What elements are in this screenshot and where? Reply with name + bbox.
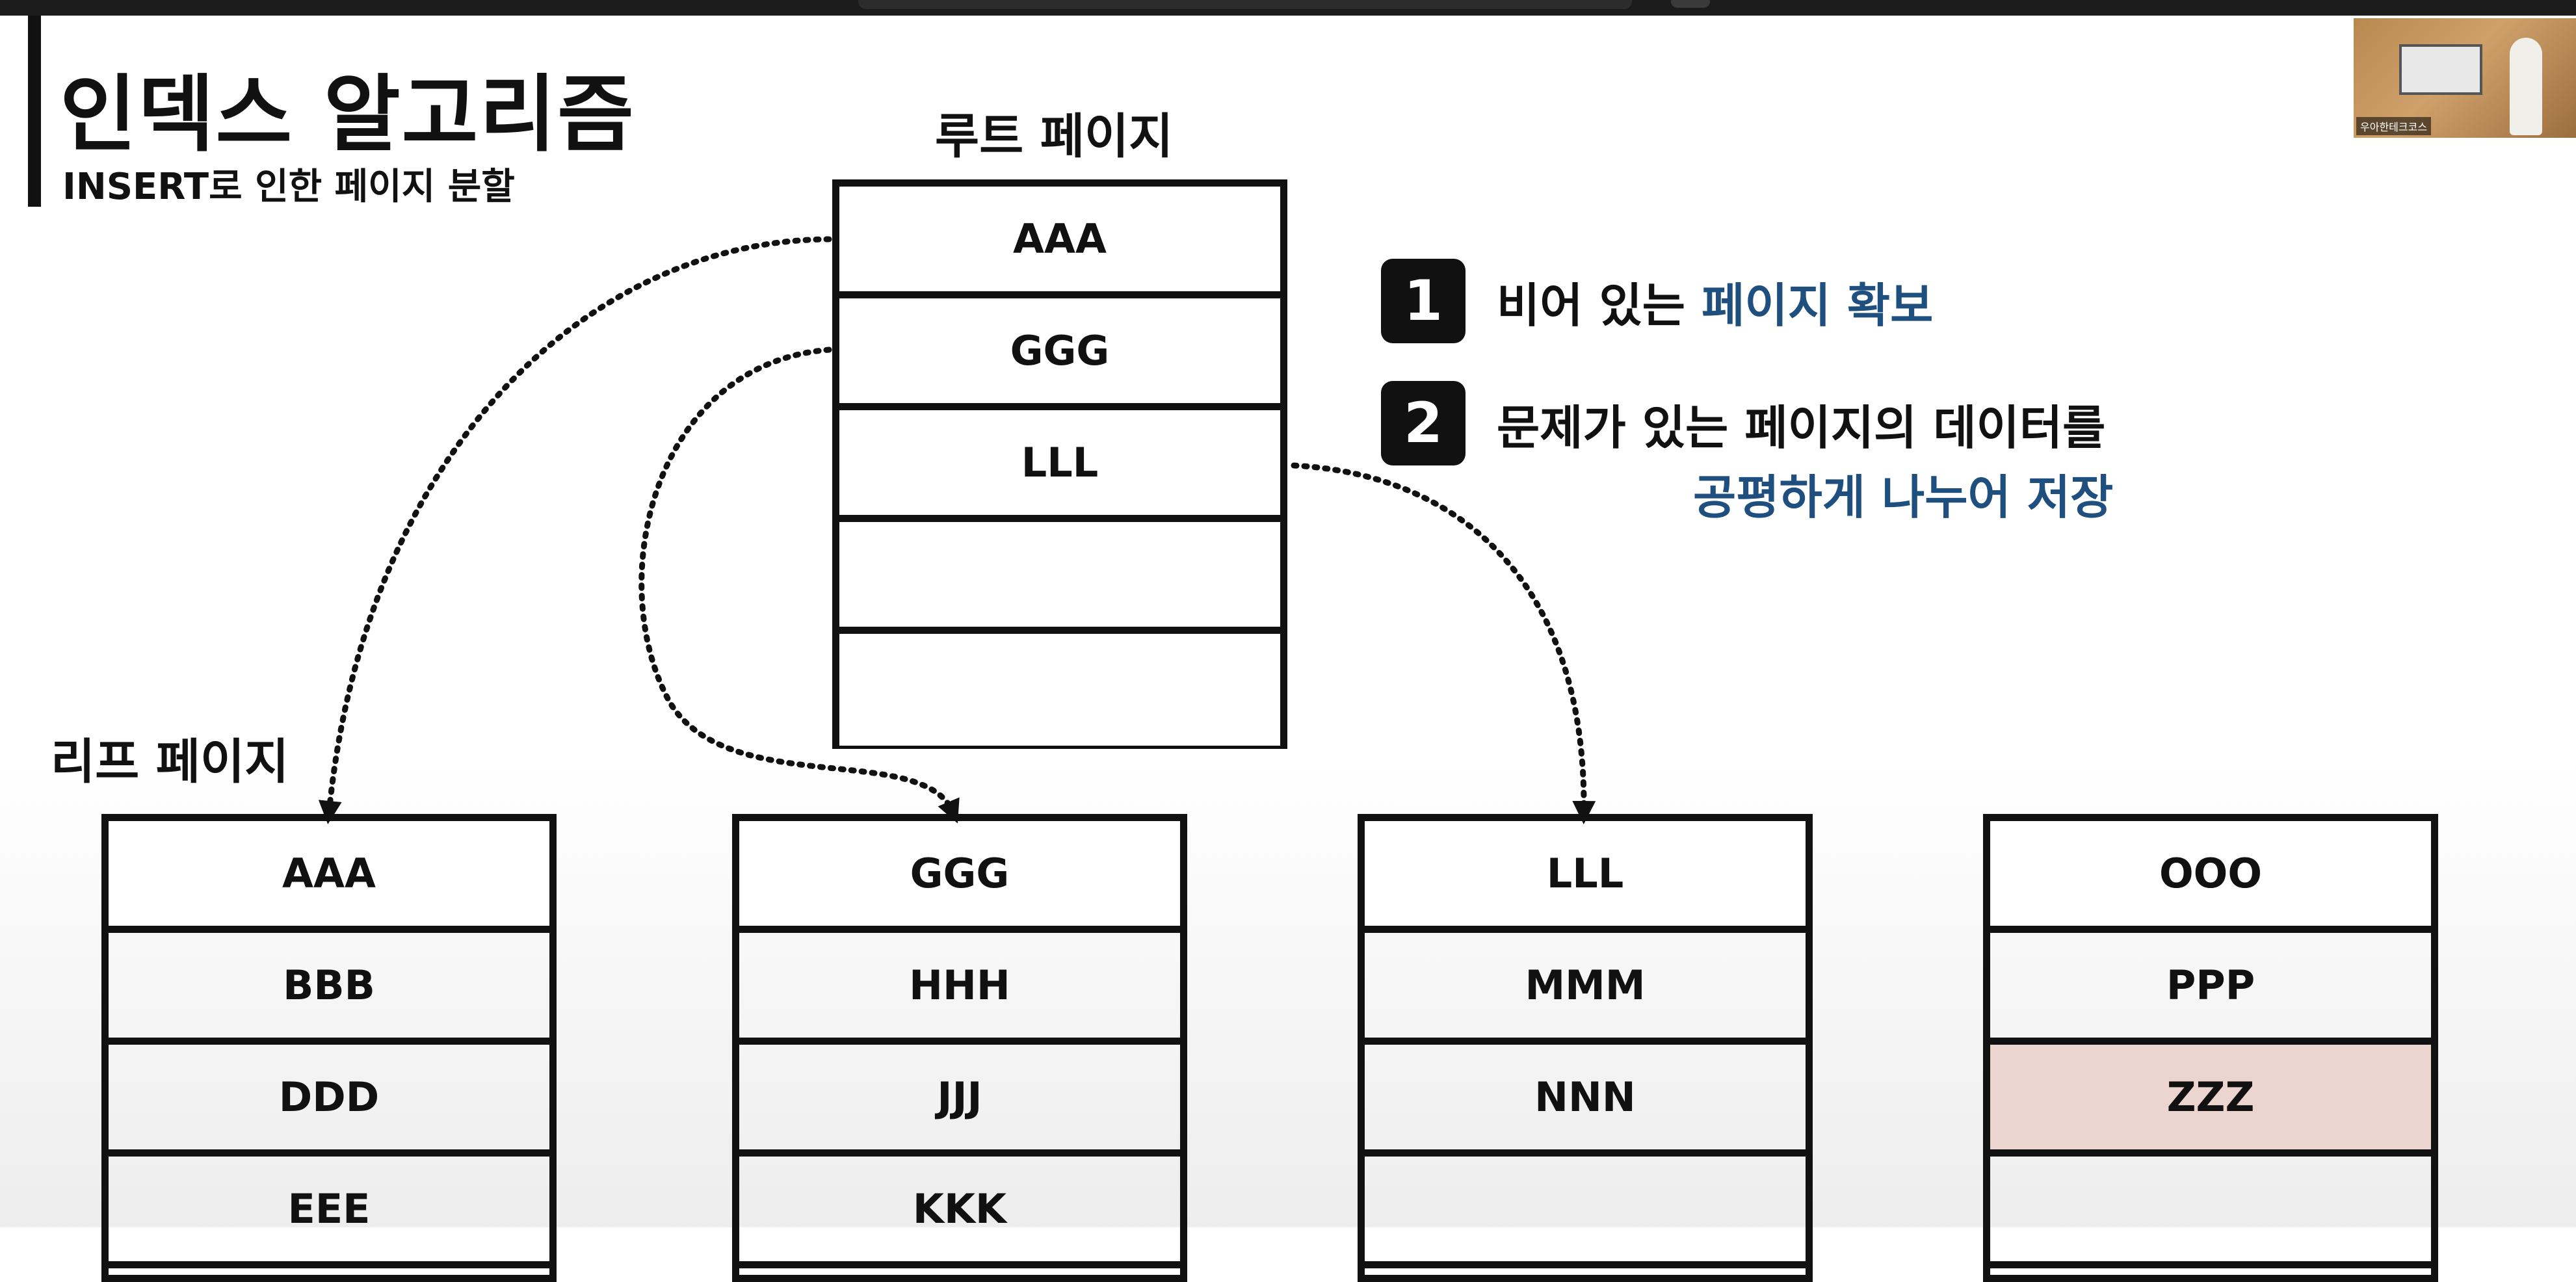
slide-subtitle: INSERT로 인한 페이지 분할 xyxy=(62,166,515,208)
leaf-cell: PPP xyxy=(1990,933,2431,1045)
arrow-ggg xyxy=(638,347,960,824)
arrow-lll xyxy=(1291,462,1596,824)
leaf-cell: BBB xyxy=(109,933,549,1045)
arrow-aaa xyxy=(318,236,832,824)
step-text-emphasis: 페이지 확보 xyxy=(1702,278,1934,333)
leaf-cell: JJJ xyxy=(739,1045,1180,1157)
webcam-overlay: 우아한테크코스 xyxy=(2354,18,2576,138)
webcam-caption: 우아한테크코스 xyxy=(2356,117,2432,135)
step-text-emphasis: 공평하게 나누어 저장 xyxy=(1693,470,2114,525)
slide-title: 인덱스 알고리즘 xyxy=(60,66,635,163)
root-cell: LLL xyxy=(839,410,1280,522)
webcam-person-shape xyxy=(2510,38,2542,135)
step-text-plain: 비어 있는 xyxy=(1497,278,1702,333)
step-text-plain: 문제가 있는 페이지의 데이터를 xyxy=(1497,400,2106,455)
step-number-badge: 1 xyxy=(1381,259,1465,343)
leaf-cell: LLL xyxy=(1365,821,1806,933)
step-number-badge: 2 xyxy=(1381,381,1465,465)
root-cell: GGG xyxy=(839,298,1280,410)
step-2: 2 문제가 있는 페이지의 데이터를 xyxy=(1381,381,2105,465)
root-page-label: 루트 페이지 xyxy=(935,109,1174,164)
video-title-pill xyxy=(858,0,1632,9)
leaf-page-label: 리프 페이지 xyxy=(51,734,289,790)
title-accent-bar xyxy=(28,16,41,207)
leaf-cell: OOO xyxy=(1990,821,2431,933)
video-control-pill xyxy=(1671,0,1710,8)
root-cell xyxy=(839,522,1280,634)
leaf-cell: NNN xyxy=(1365,1045,1806,1157)
leaf-cell: DDD xyxy=(109,1045,549,1157)
leaf-cell: GGG xyxy=(739,821,1180,933)
root-cell: AAA xyxy=(839,187,1280,298)
leaf-page-3: LLL MMM NNN xyxy=(1358,814,1813,1282)
root-page: AAA GGG LLL xyxy=(832,179,1287,749)
leaf-cell-highlighted: ZZZ xyxy=(1990,1045,2431,1157)
video-top-bar xyxy=(0,0,2576,16)
step-text: 비어 있는 페이지 확보 xyxy=(1497,267,1933,335)
leaf-cell: HHH xyxy=(739,933,1180,1045)
leaf-cell: MMM xyxy=(1365,933,1806,1045)
step-1: 1 비어 있는 페이지 확보 xyxy=(1381,259,1933,343)
pointer-arrows xyxy=(318,236,1596,824)
webcam-screen-shape xyxy=(2399,44,2482,95)
leaf-cell: AAA xyxy=(109,821,549,933)
root-cell xyxy=(839,634,1280,746)
